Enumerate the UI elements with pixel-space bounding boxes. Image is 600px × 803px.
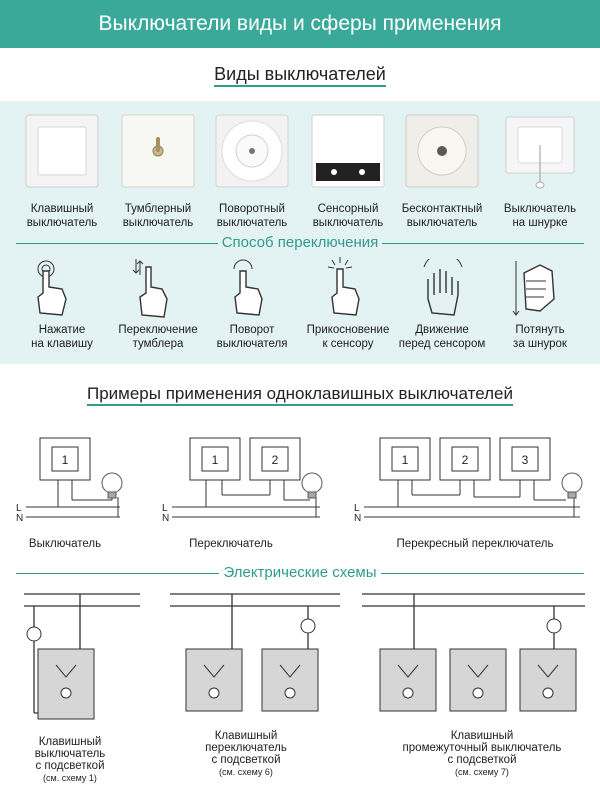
- electrical-schemes-diagram: [24, 593, 585, 720]
- key-number: 2: [272, 453, 279, 467]
- page-title: Выключатели виды и сферы применения: [98, 12, 502, 35]
- line-label: L: [162, 503, 168, 514]
- key-number: 2: [462, 453, 469, 467]
- wiring-examples-diagram: 1 1 2 1 2 3 LN LN LN: [16, 437, 583, 524]
- touch-hand-icon: [327, 257, 360, 316]
- lamp-icon: [546, 618, 562, 634]
- line-label: N: [16, 513, 23, 524]
- header-banner: Выключатели виды и сферы применения: [0, 0, 600, 48]
- key-number: 1: [62, 453, 69, 467]
- key-number: 1: [212, 453, 219, 467]
- line-label: N: [354, 513, 361, 524]
- line-label: L: [354, 503, 360, 514]
- pull-hand-icon: [512, 261, 555, 316]
- rotate-hand-icon: [233, 259, 263, 316]
- bulb-icon: [101, 472, 123, 494]
- lamp-icon: [26, 626, 42, 642]
- examples-section-title: Примеры применения одноклавишных выключа…: [0, 384, 600, 406]
- wiring-caption-1: Выключатель: [28, 538, 102, 550]
- types-section-title: Виды выключателей: [0, 64, 600, 87]
- bulb-icon: [561, 472, 583, 494]
- bulb-icon: [301, 472, 323, 494]
- line-label: L: [16, 503, 22, 514]
- rocker-switch-image: [25, 114, 99, 188]
- key-number: 3: [522, 453, 529, 467]
- touch-switch-image: [311, 114, 385, 188]
- method-section-title: Способ переключения: [0, 234, 600, 251]
- key-number: 1: [402, 453, 409, 467]
- wiring-caption-3: Перекресный переключатель: [396, 538, 554, 550]
- wave-hand-icon: [423, 259, 463, 316]
- lamp-icon: [300, 618, 316, 634]
- press-hand-icon: [37, 260, 67, 316]
- toggle-switch-image: [121, 114, 195, 188]
- toggle-hand-icon: [132, 259, 168, 318]
- wiring-caption-2: Переключатель: [189, 538, 273, 550]
- line-label: N: [162, 513, 169, 524]
- rotary-switch-image: [215, 114, 289, 188]
- contactless-switch-image: [405, 114, 479, 188]
- schemes-section-title: Электрические схемы: [0, 564, 600, 581]
- cord-switch-image: [505, 116, 575, 189]
